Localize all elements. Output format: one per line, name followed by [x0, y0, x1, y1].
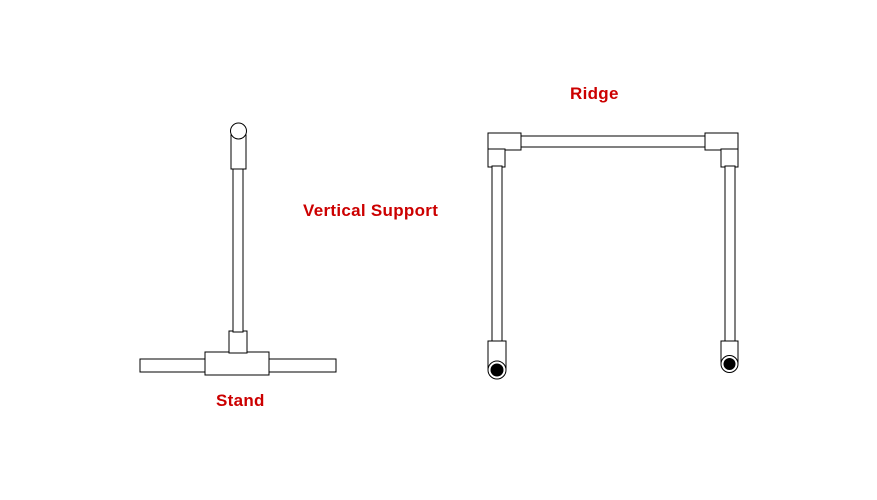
- ridge-right-elbow: [704, 132, 739, 151]
- vertical-support-top-cap: [230, 122, 247, 140]
- vertical-support-label: Vertical Support: [303, 201, 439, 220]
- ridge-right-elbow-drop: [720, 148, 739, 168]
- vertical-support-coupling: [230, 134, 247, 170]
- ridge-left-elbow: [487, 132, 522, 151]
- ridge-left-elbow-drop: [487, 148, 506, 168]
- ridge-right-leg-end-hole: [723, 358, 736, 370]
- ridge-right-leg-pipe: [724, 165, 736, 343]
- ridge-label: Ridge: [570, 84, 619, 103]
- stand-label: Stand: [216, 391, 265, 410]
- ridge-left-leg-end-hole: [490, 363, 504, 377]
- vertical-support-pipe: [232, 167, 244, 333]
- ridge-left-leg-pipe: [491, 165, 503, 343]
- stand-tee-fitting: [204, 351, 270, 376]
- ridge-pipe: [519, 135, 707, 148]
- stand-tee-neck: [228, 330, 248, 354]
- stand-assembly: [139, 122, 337, 376]
- ridge-frame-assembly: [487, 132, 739, 380]
